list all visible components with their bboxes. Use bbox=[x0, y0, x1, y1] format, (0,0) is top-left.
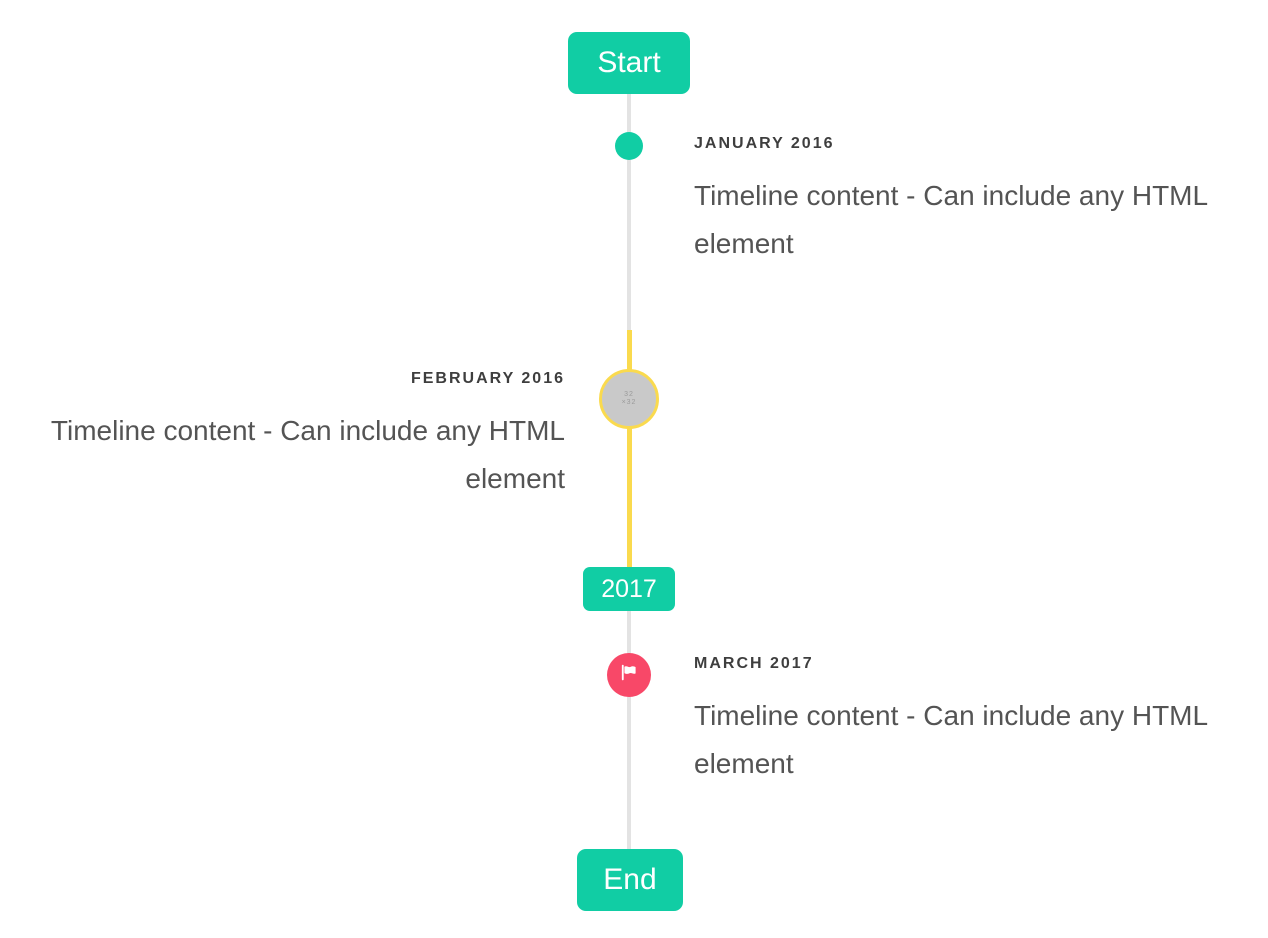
timeline-year-badge-2017[interactable]: 2017 bbox=[583, 567, 675, 611]
timeline-entry-january-2016: JANUARY 2016 Timeline content - Can incl… bbox=[694, 134, 1224, 268]
entry-title-february-2016: FEBRUARY 2016 bbox=[410, 370, 565, 387]
timeline-entry-february-2016: FEBRUARY 2016 Timeline content - Can inc… bbox=[35, 369, 565, 503]
image-placeholder-text: 32 ×32 bbox=[621, 391, 637, 406]
dot-marker-january bbox=[615, 132, 643, 160]
entry-content-january-2016: Timeline content - Can include any HTML … bbox=[694, 180, 1208, 259]
entry-title-january-2016: JANUARY 2016 bbox=[694, 135, 835, 152]
flag-icon bbox=[618, 662, 640, 689]
timeline-start-button[interactable]: Start bbox=[568, 32, 690, 94]
entry-title-march-2017: MARCH 2017 bbox=[694, 655, 814, 672]
image-placeholder-marker-february: 32 ×32 bbox=[599, 369, 659, 429]
timeline-entry-march-2017: MARCH 2017 Timeline content - Can includ… bbox=[694, 654, 1224, 788]
flag-marker-march bbox=[607, 653, 651, 697]
entry-content-march-2017: Timeline content - Can include any HTML … bbox=[694, 700, 1208, 779]
timeline-end-button[interactable]: End bbox=[577, 849, 683, 911]
timeline-line-highlight-segment bbox=[627, 330, 632, 567]
entry-content-february-2016: Timeline content - Can include any HTML … bbox=[50, 415, 565, 494]
